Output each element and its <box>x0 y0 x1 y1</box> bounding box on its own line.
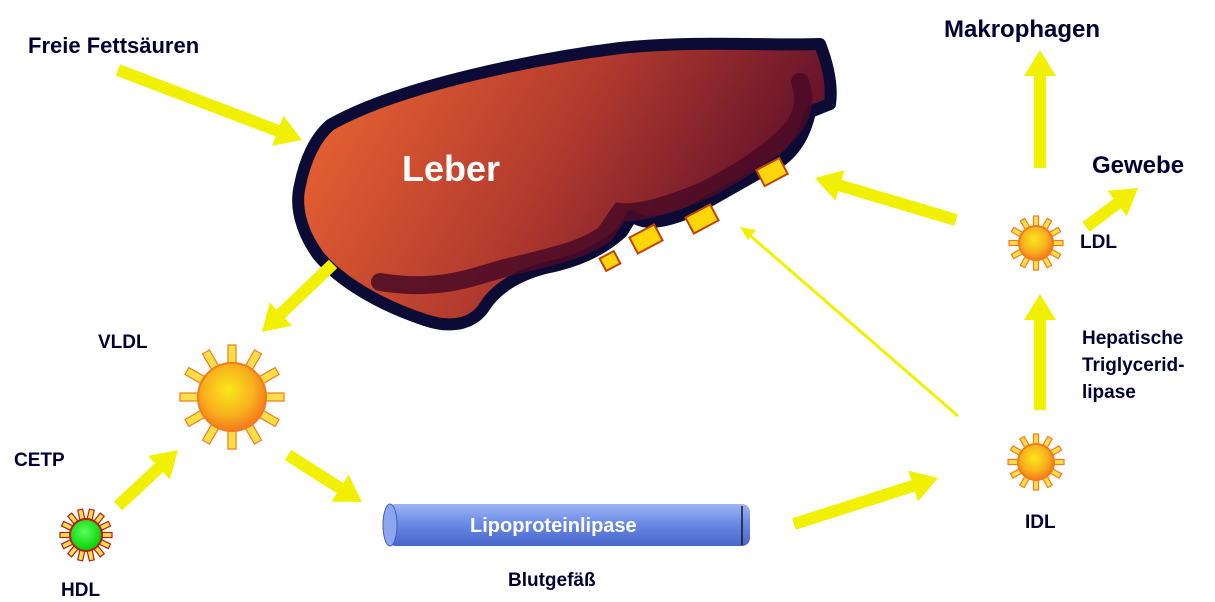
tissue-label: Gewebe <box>1092 152 1184 180</box>
vldl-label: VLDL <box>98 332 148 354</box>
blood-vessel-label: Blutgefäß <box>508 570 596 592</box>
arrow-idl-to-ldl <box>1024 294 1056 410</box>
hepatic-lipase-label-line1: Hepatische <box>1082 328 1183 350</box>
idl-particle <box>1008 434 1064 490</box>
free-fatty-acids-label: Freie Fettsäuren <box>28 33 199 58</box>
arrow-vldl-to-vessel <box>285 450 362 502</box>
arrow-ldl-to-tissue <box>1082 188 1138 232</box>
lipoprotein-lipase-label: Lipoproteinlipase <box>470 515 637 538</box>
arrow-ldl-to-macrophages <box>1024 50 1056 168</box>
arrow-liver-to-vldl <box>262 260 337 332</box>
macrophages-label: Makrophagen <box>944 16 1100 44</box>
arrow-hdl-to-vldl <box>114 450 178 510</box>
vldl-particle <box>180 345 284 449</box>
arrow-ldl-to-liver <box>815 170 958 226</box>
cetp-label: CETP <box>14 450 65 472</box>
liver-shape <box>298 44 831 325</box>
ldl-particle <box>1009 216 1063 270</box>
thin-arrow-idl-to-liver <box>746 232 958 416</box>
hepatic-lipase-label-line3: lipase <box>1082 382 1136 404</box>
hdl-label: HDL <box>61 580 100 602</box>
arrow-vessel-to-idl <box>792 471 938 530</box>
liver-label: Leber <box>402 148 500 189</box>
arrow-fatty-acids-to-liver <box>116 64 302 145</box>
hdl-particle <box>60 509 112 561</box>
hepatic-lipase-label-line2: Triglycerid- <box>1082 355 1184 377</box>
idl-label: IDL <box>1025 512 1056 534</box>
ldl-label: LDL <box>1080 232 1117 254</box>
